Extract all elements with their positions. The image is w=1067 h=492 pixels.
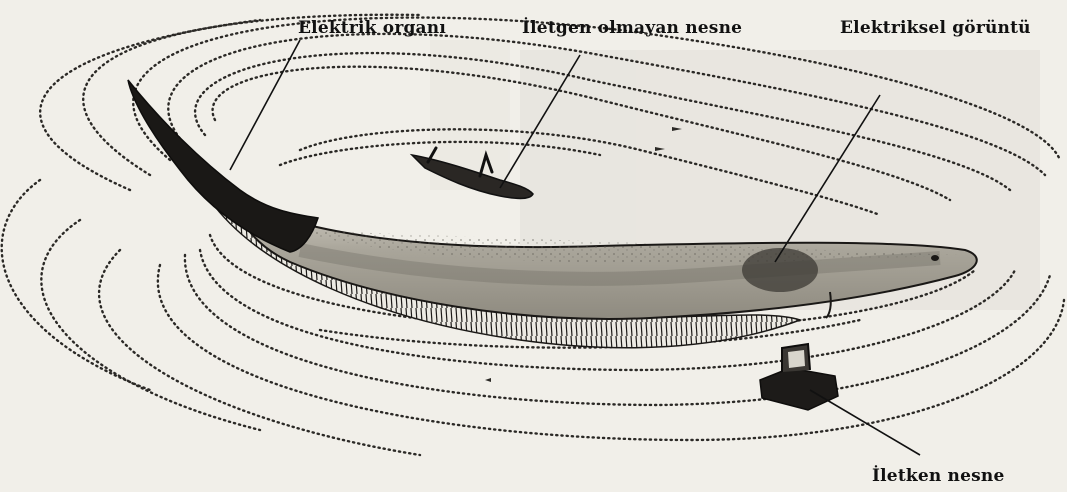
field-line — [40, 20, 260, 190]
label-electric-image: Elektriksel görüntü — [840, 18, 1031, 38]
fish-tail-electric-organ — [128, 80, 318, 252]
leader-conductive-object — [810, 390, 920, 455]
leader-electric-organ — [230, 40, 300, 170]
label-conductive-object: İletken nesne — [872, 466, 1004, 486]
field-line — [2, 180, 150, 390]
label-non-conductive-object: İletgen olmayan nesne — [522, 18, 742, 38]
label-electric-organ: Elektrik organı — [298, 18, 446, 38]
